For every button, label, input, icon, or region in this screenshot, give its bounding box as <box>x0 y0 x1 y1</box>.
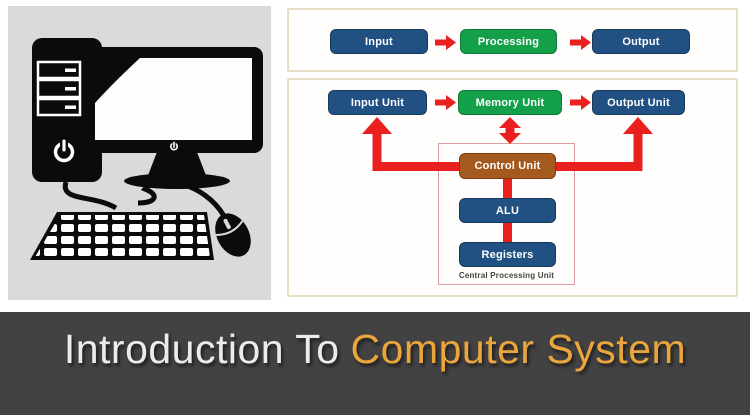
right-arrow-icon <box>435 35 456 50</box>
node-output: Output <box>592 29 690 54</box>
computer-illustration <box>8 6 271 300</box>
node-output-unit: Output Unit <box>592 90 685 115</box>
architecture-panel: Central Processing Unit <box>287 78 738 297</box>
node-processing: Processing <box>460 29 557 54</box>
simple-flow-panel: Input Processing Output <box>287 8 738 72</box>
node-input-unit: Input Unit <box>328 90 427 115</box>
desktop-computer-icon <box>30 38 263 260</box>
node-alu: ALU <box>459 198 556 223</box>
right-arrow-icon <box>435 95 456 110</box>
node-input: Input <box>330 29 428 54</box>
right-arrow-icon <box>570 35 591 50</box>
node-memory-unit: Memory Unit <box>458 90 562 115</box>
title-part-accent: Computer System <box>350 326 687 372</box>
cpu-caption: Central Processing Unit <box>458 271 555 280</box>
cpu-boundary: Central Processing Unit <box>438 143 575 285</box>
title-part-white: Introduction To <box>63 326 340 372</box>
right-arrow-icon <box>570 95 591 110</box>
node-control-unit: Control Unit <box>459 153 556 179</box>
node-registers: Registers <box>459 242 556 267</box>
